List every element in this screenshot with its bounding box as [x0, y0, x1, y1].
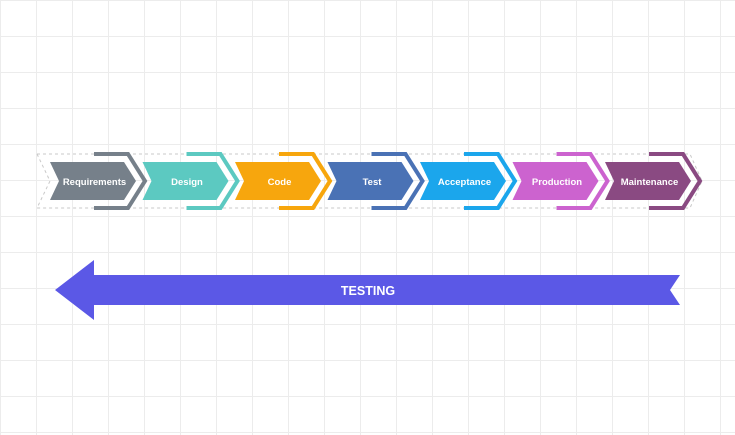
stage-chevron: [605, 162, 691, 200]
stage-label: Production: [532, 177, 582, 188]
stage-design: Design: [142, 152, 240, 210]
stage-label: Maintenance: [621, 177, 679, 188]
stage-outline: [371, 152, 425, 210]
stage-acceptance: Acceptance: [420, 152, 518, 210]
stage-row: Requirements Design Code Test Acceptance: [50, 152, 703, 210]
stage-test: Test: [327, 152, 425, 210]
stage-label: Test: [363, 177, 383, 188]
stage-outline: [279, 152, 333, 210]
stage-maintenance: Maintenance: [605, 152, 703, 210]
stage-chevron: [327, 162, 414, 200]
stage-label: Design: [171, 177, 203, 188]
stage-chevron: [512, 162, 599, 200]
testing-arrow: [55, 260, 680, 320]
testing-label: TESTING: [341, 284, 395, 298]
stage-production: Production: [512, 152, 610, 210]
stage-code: Code: [235, 152, 333, 210]
stage-chevron: [50, 162, 136, 200]
stage-label: Requirements: [63, 177, 126, 188]
stage-label: Code: [268, 177, 292, 188]
stage-outline: [94, 152, 148, 210]
stage-chevron: [142, 162, 229, 200]
stage-outline: [186, 152, 240, 210]
testing-band: TESTING: [55, 260, 680, 320]
stage-label: Acceptance: [438, 177, 491, 188]
stage-requirements: Requirements: [50, 152, 148, 210]
stage-chevron: [235, 162, 321, 200]
stage-chevron: [420, 162, 506, 200]
stage-outline: [464, 152, 518, 210]
stage-outline: [649, 152, 703, 210]
stage-outline: [556, 152, 610, 210]
